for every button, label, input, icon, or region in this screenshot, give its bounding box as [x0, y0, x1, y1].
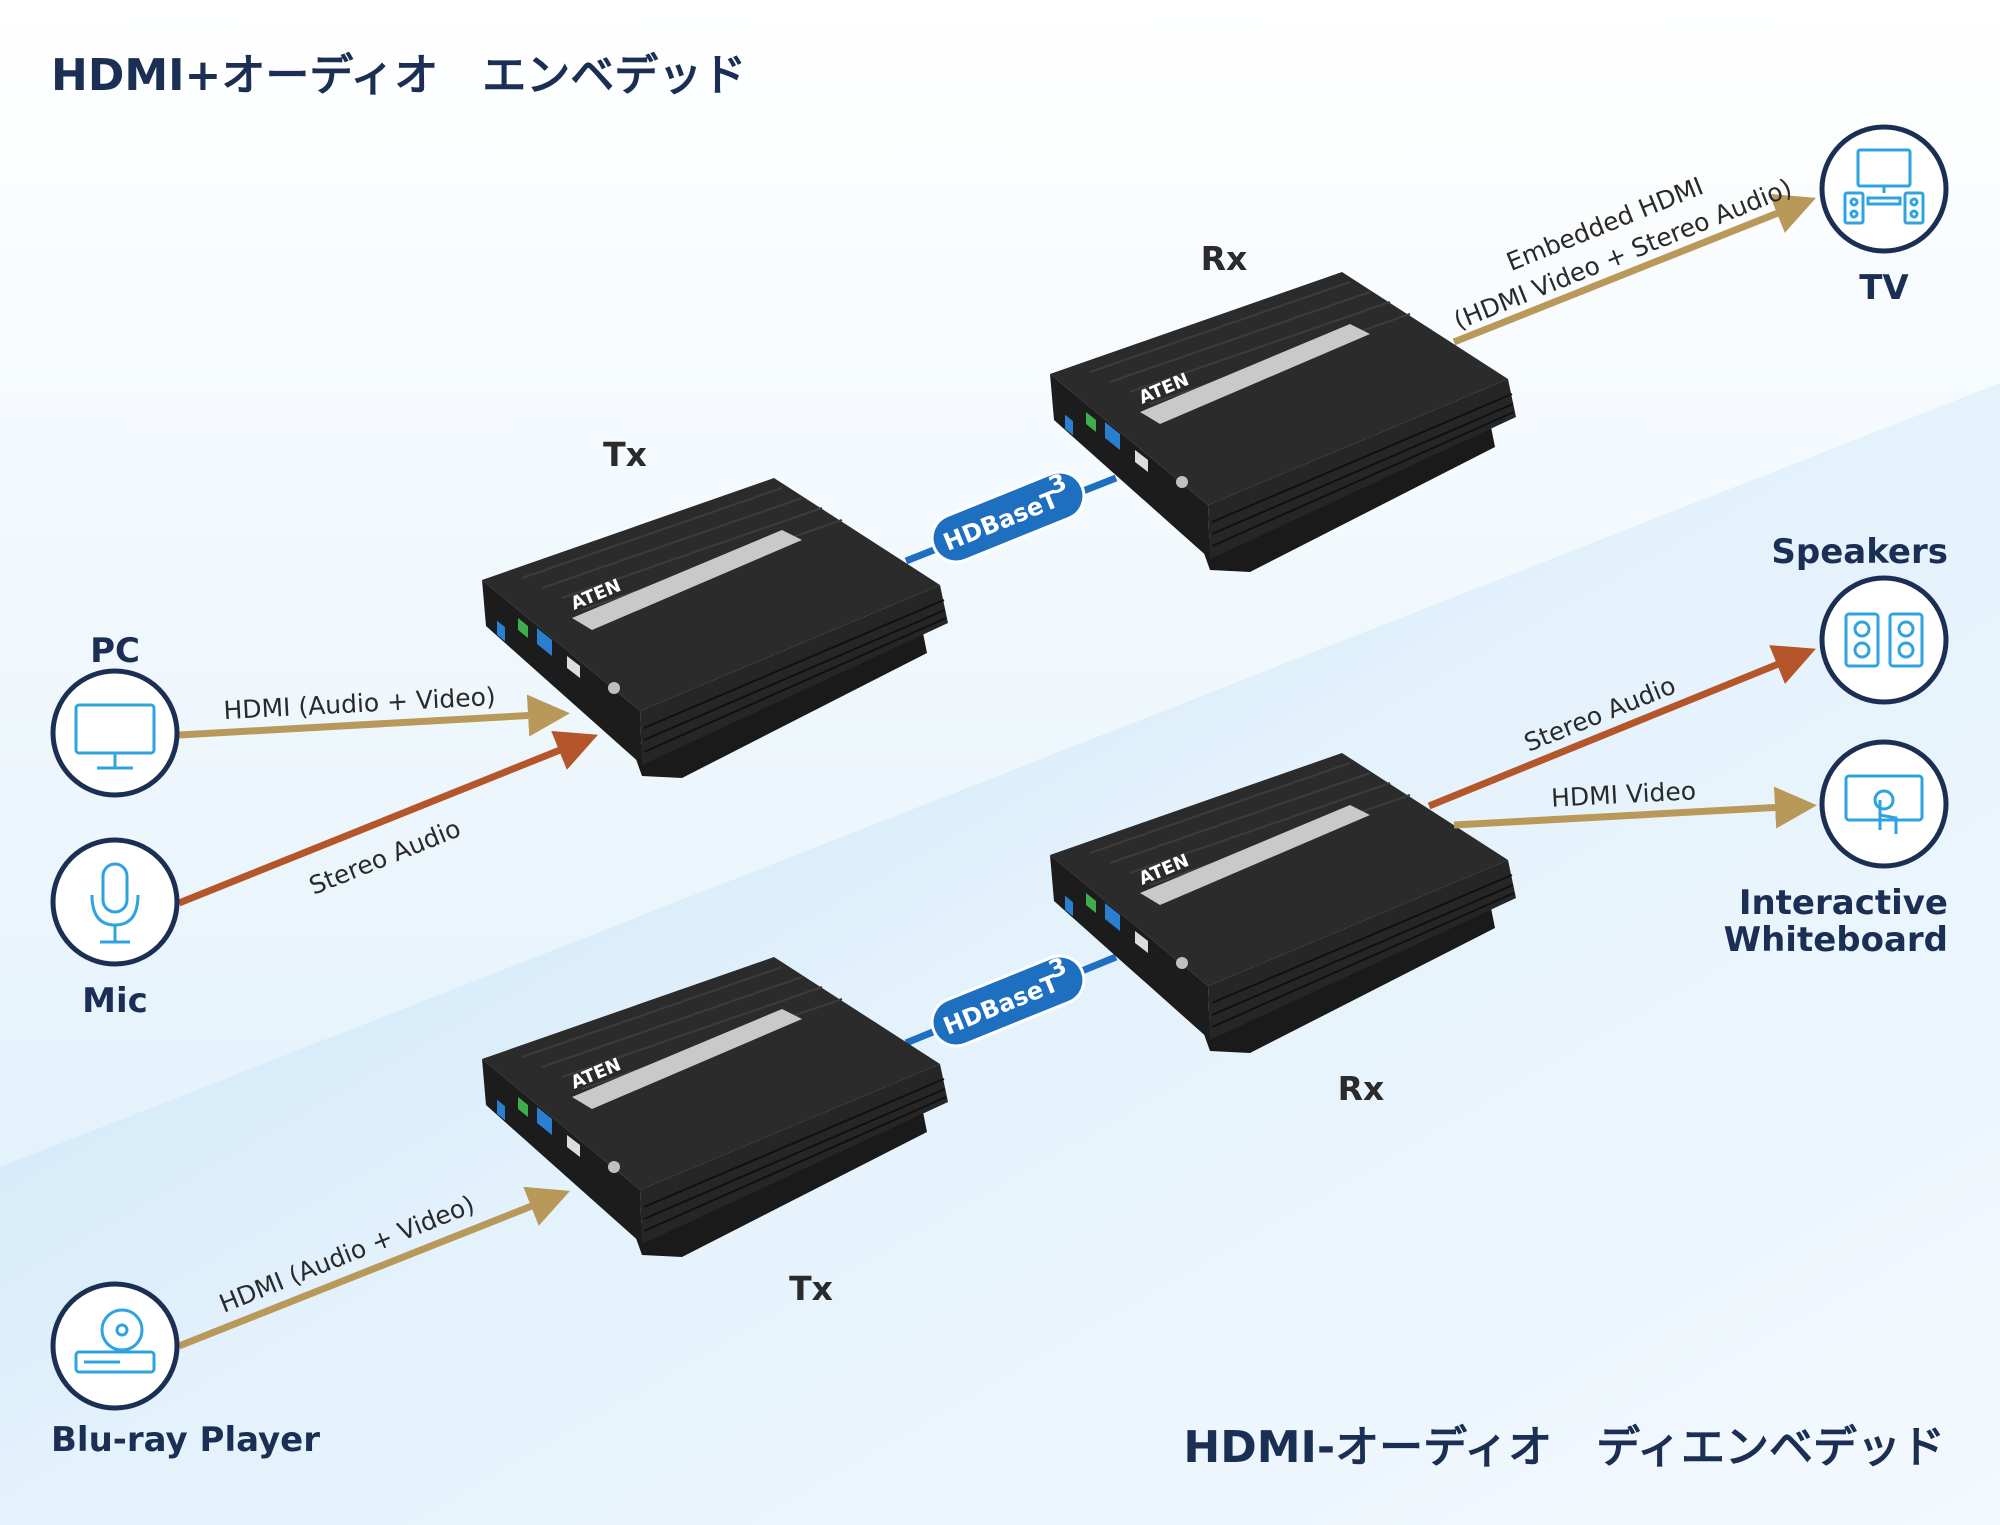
microphone-icon — [90, 862, 140, 944]
touch-screen-icon — [1844, 774, 1924, 834]
rx-label-top: Rx — [1201, 239, 1248, 278]
bluray-node — [50, 1281, 180, 1411]
whiteboard-label-line2: Whiteboard — [1724, 920, 1948, 960]
tv-node — [1819, 124, 1949, 254]
tv-speakers-icon — [1843, 148, 1925, 225]
monitor-icon — [74, 703, 156, 770]
bluray-label: Blu-ray Player — [51, 1420, 320, 1460]
speakers-icon — [1844, 612, 1924, 668]
arrow-speakers-audio — [1427, 645, 1816, 810]
hdbaset-badge-bottom: HDBaseT 3 — [930, 952, 1086, 1048]
background-bottom — [0, 383, 2000, 1525]
whiteboard-node — [1819, 739, 1949, 869]
arrow-mic-audio — [177, 730, 598, 907]
arrow-whiteboard-video — [1453, 786, 1817, 829]
tx-label-bottom: Tx — [789, 1269, 833, 1308]
mic-label: Mic — [82, 981, 148, 1021]
tv-label: TV — [1859, 268, 1909, 308]
arrow-pc-hdmi — [178, 694, 570, 739]
mic-node — [50, 837, 180, 967]
rx-label-bottom: Rx — [1338, 1069, 1385, 1108]
pc-node — [50, 668, 180, 798]
speakers-label: Speakers — [1771, 532, 1948, 572]
arrow-bluray-hdmi — [177, 1186, 571, 1350]
pc-label: PC — [90, 631, 140, 671]
disc-player-icon — [74, 1308, 156, 1374]
arrow-tv-hdmi — [1452, 193, 1817, 346]
title-deembed: HDMI-オーディオ ディエンベデッド — [1183, 1422, 1945, 1473]
speakers-node — [1819, 575, 1949, 705]
title-embed: HDMI+オーディオ エンベデッド — [51, 50, 746, 101]
whiteboard-label-line1: Interactive — [1739, 883, 1948, 923]
tx-label-top: Tx — [603, 435, 647, 474]
